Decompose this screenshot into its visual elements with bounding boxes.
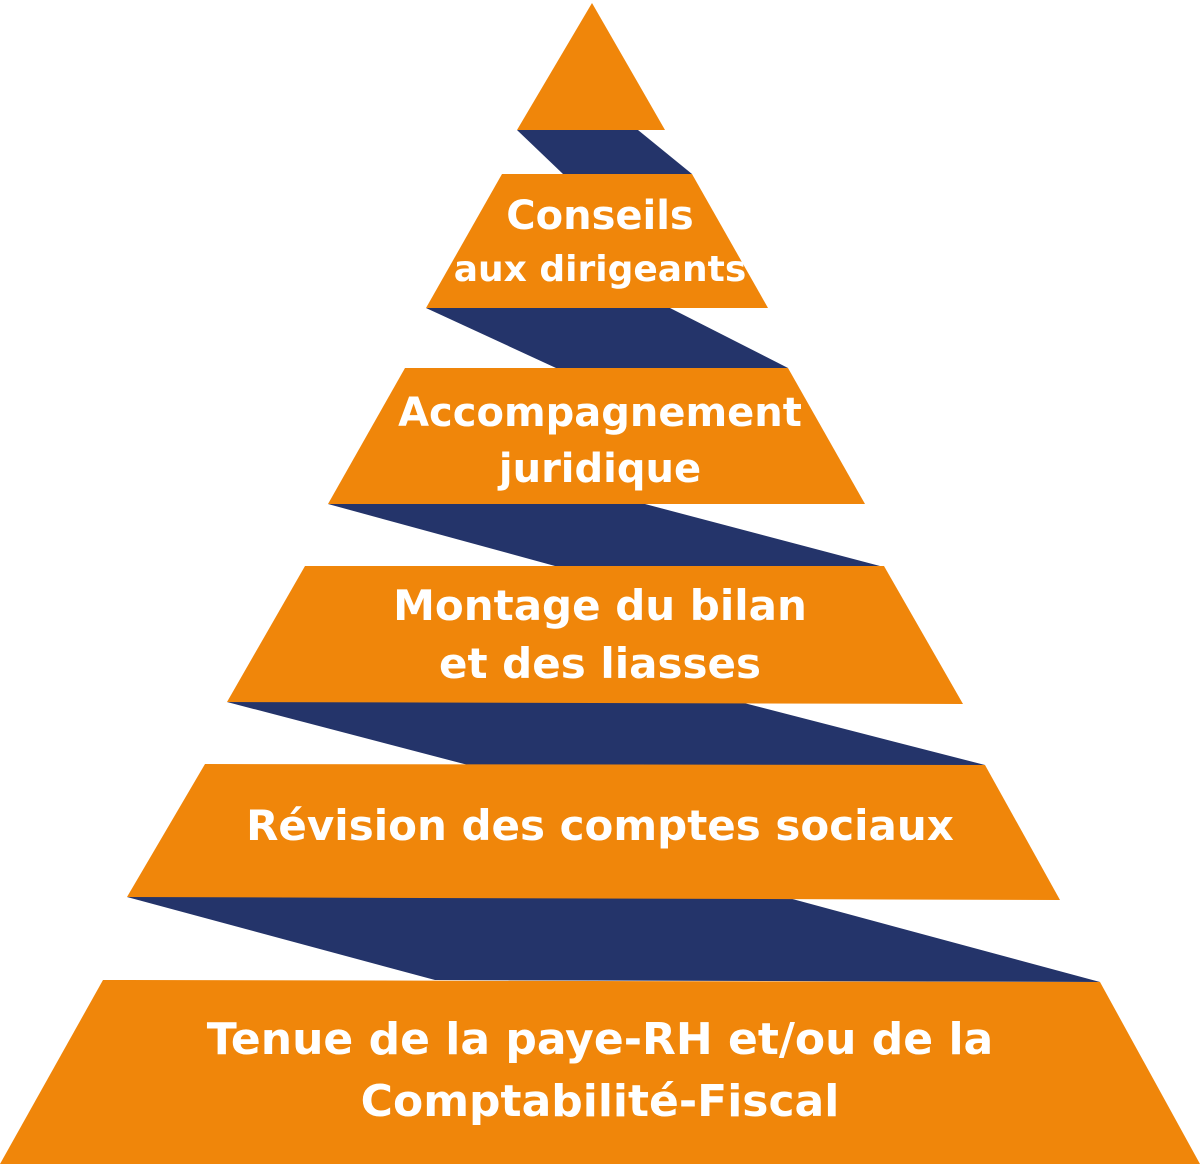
connector-band-2 [426, 308, 788, 368]
tier-label-line: et des liasses [439, 639, 761, 688]
connector-band-5 [127, 897, 1100, 982]
pyramid-tier-conseils [426, 174, 768, 308]
tier-label-line: Montage du bilan [393, 581, 807, 630]
tier-label-line: Accompagnement [398, 390, 802, 436]
pyramid-tier-montage [227, 566, 963, 704]
tier-label-line: Comptabilité-Fiscal [360, 1076, 840, 1127]
tier-label-accompagnement: Accompagnement juridique [0, 393, 1200, 489]
tier-label-line: Tenue de la paye-RH et/ou de la [206, 1014, 994, 1065]
tier-label-line: Conseils [506, 193, 694, 239]
tier-label-tenue: Tenue de la paye-RH et/ou de la Comptabi… [0, 1018, 1200, 1124]
tier-label-conseils: Conseils aux dirigeants [0, 196, 1200, 288]
tier-label-line: aux dirigeants [453, 249, 747, 290]
pyramid-tier-revision [127, 764, 1060, 900]
tier-label-revision: Révision des comptes sociaux [0, 805, 1200, 847]
connector-band-3 [328, 504, 880, 566]
tier-label-montage: Montage du bilan et des liasses [0, 585, 1200, 685]
pyramid-tier-accompagnement [328, 368, 865, 504]
tier-label-line: Révision des comptes sociaux [246, 801, 954, 850]
pyramid-tier-tenue [0, 980, 1200, 1164]
tier-label-line: juridique [498, 446, 702, 492]
connector-band-1 [517, 130, 692, 174]
pyramid-tier-top [517, 3, 665, 130]
connector-band-4 [227, 702, 985, 765]
